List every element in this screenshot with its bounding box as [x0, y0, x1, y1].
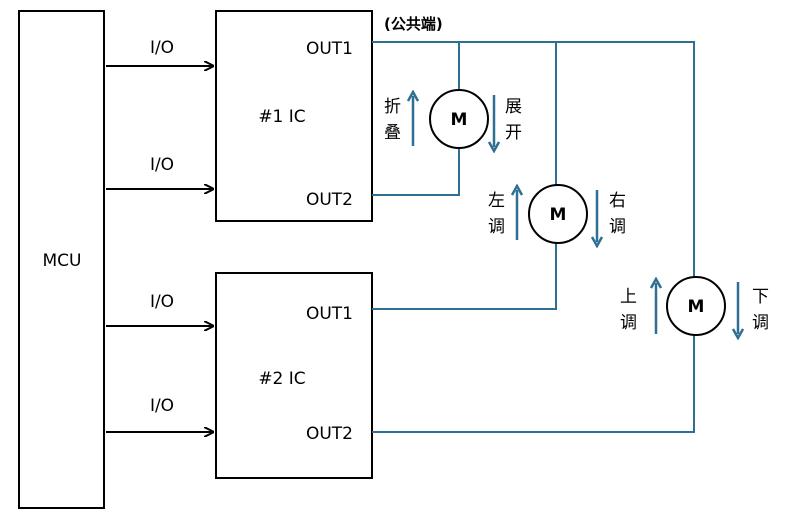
motor-3-up-char1: 上: [620, 287, 637, 307]
motor-2-label: M: [550, 205, 567, 225]
ic1-out2-label: OUT2: [306, 190, 353, 210]
common-wire: [372, 41, 695, 283]
motor-3: [666, 276, 726, 336]
ic2-label: #2 IC: [258, 369, 305, 389]
mcu-block: [18, 10, 105, 509]
motor-3-label: M: [688, 297, 705, 317]
wire-m3-bottom: [372, 335, 695, 433]
ic2-out2-label: OUT2: [306, 424, 353, 444]
motor-1-label: M: [451, 110, 468, 130]
wire-m2-bottom: [372, 243, 557, 310]
mcu-label: MCU: [43, 251, 82, 271]
wire-m1-bottom: [372, 148, 460, 196]
io-label-3: I/O: [150, 292, 174, 312]
motor-1: [429, 89, 489, 149]
motor-1-down-char2: 开: [505, 123, 522, 143]
io-label-4: I/O: [150, 396, 174, 416]
motor-2-down-char1: 右: [609, 191, 626, 211]
motor-2: [528, 184, 588, 244]
motor-2-up-char2: 调: [488, 217, 505, 237]
motor-1-up-char1: 折: [384, 97, 401, 117]
common-terminal-label: (公共端): [384, 15, 443, 33]
ic1-block: [215, 10, 373, 222]
motor-1-down-char1: 展: [505, 97, 522, 117]
motor-1-up-char2: 叠: [384, 123, 401, 143]
motor-3-up-char2: 调: [620, 313, 637, 333]
motor-3-down-char1: 下: [752, 287, 769, 307]
ic1-out1-label: OUT1: [306, 39, 353, 59]
io-label-2: I/O: [150, 155, 174, 175]
motor-2-up-char1: 左: [488, 191, 505, 211]
motor-2-down-char2: 调: [609, 217, 626, 237]
ic2-out1-label: OUT1: [306, 304, 353, 324]
motor-3-down-char2: 调: [752, 313, 769, 333]
ic2-block: [215, 272, 373, 479]
io-label-1: I/O: [150, 38, 174, 58]
ic1-label: #1 IC: [258, 107, 305, 127]
